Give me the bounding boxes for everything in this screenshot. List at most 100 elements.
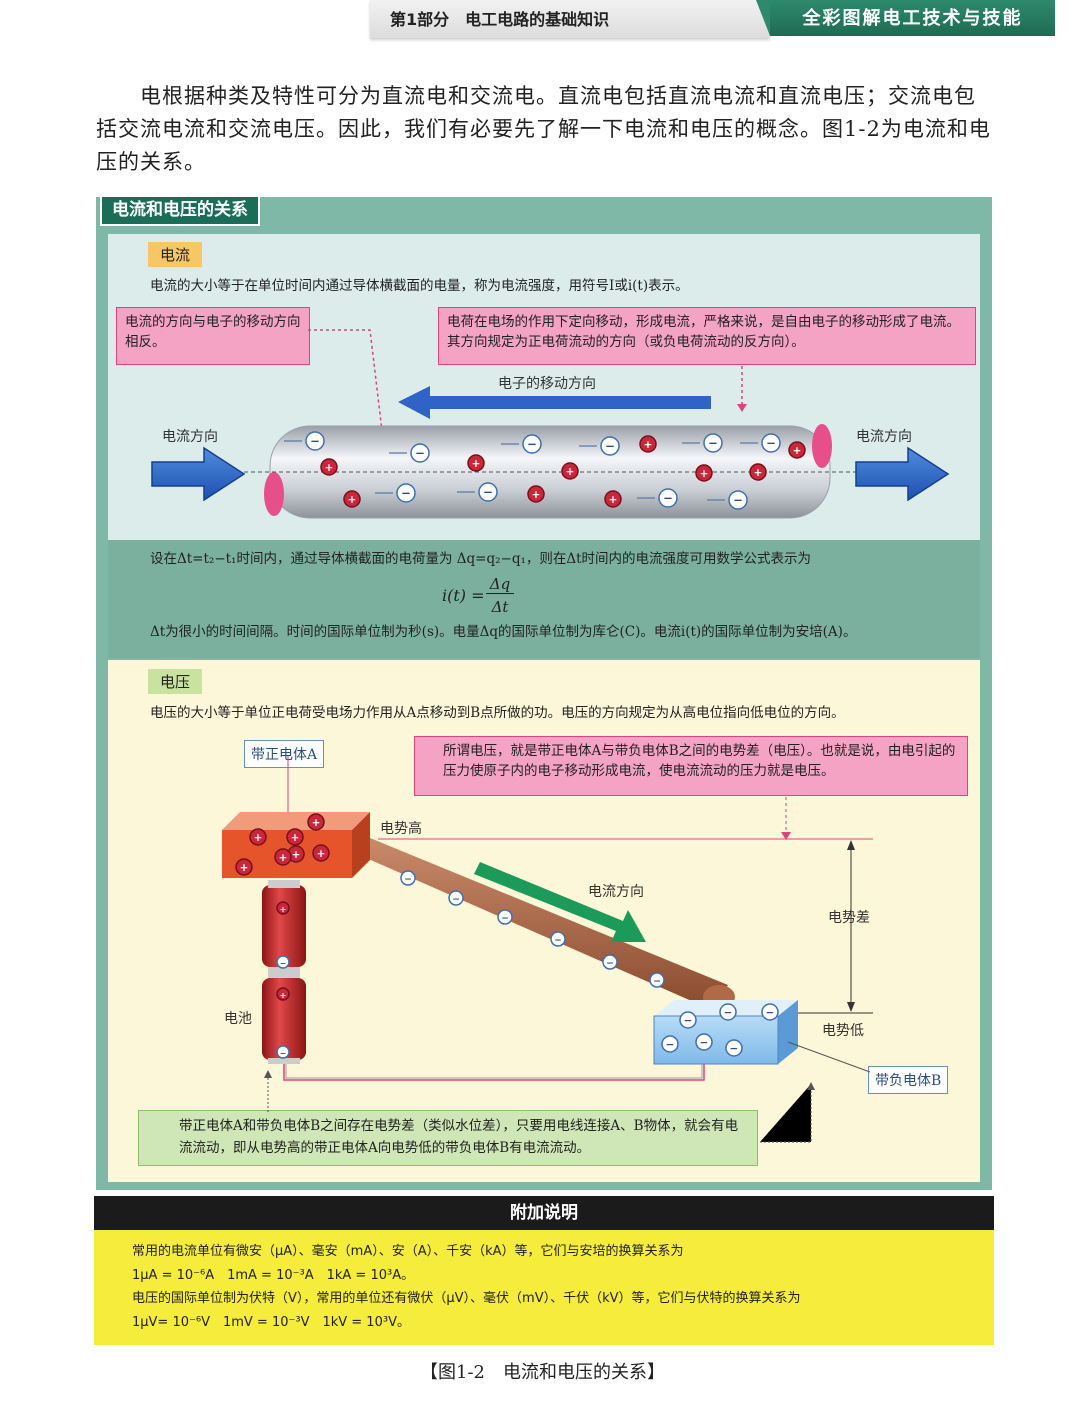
- formula-intro: 设在Δt=t₂−t₁时间内，通过导体横截面的电荷量为 Δq=q₂−q₁，则在Δt…: [150, 551, 812, 567]
- svg-text:+: +: [700, 468, 709, 480]
- electron-direction-arrow: [398, 386, 711, 419]
- extra-line-3: 电压的国际单位制为伏特（V），常用的单位还有微伏（μV）、毫伏（mV）、千伏（k…: [132, 1291, 801, 1306]
- svg-text:−: −: [501, 914, 509, 924]
- svg-text:+: +: [312, 817, 321, 829]
- svg-text:−: −: [684, 1015, 693, 1027]
- svg-text:−: −: [280, 1049, 287, 1058]
- electron-icon: −: [719, 1003, 737, 1021]
- negative-body-b-label: 带负电体B: [868, 1066, 949, 1094]
- extra-line-1: 常用的电流单位有微安（μA）、毫安（mA）、安（A）、千安（kA）等，它们与安培…: [132, 1244, 684, 1259]
- svg-text:−: −: [280, 959, 287, 968]
- voltage-note-pink: 所谓电压，就是带正电体A与带负电体B之间的电势差（电压）。也就是说，由电引起的压…: [414, 736, 968, 796]
- svg-text:+: +: [254, 832, 263, 844]
- voltage-current-direction-label: 电流方向: [588, 884, 644, 900]
- positive-charge-icon: +: [561, 462, 579, 480]
- positive-body-a-label: 带正电体A: [244, 740, 325, 768]
- positive-charge-icon: +: [343, 490, 361, 508]
- svg-text:+: +: [472, 458, 481, 470]
- voltage-note-green: 带正电体A和带负电体B之间存在电势差（类似水位差），只要用电线连接A、B物体，就…: [138, 1110, 758, 1166]
- svg-text:+: +: [325, 462, 334, 474]
- svg-text:+: +: [609, 494, 618, 506]
- electron-icon: −: [284, 431, 325, 451]
- high-potential-label: 电势高: [380, 821, 422, 837]
- header-section-title: 第1部分 电工电路的基础知识: [370, 0, 770, 38]
- svg-text:−: −: [730, 1043, 739, 1055]
- electron-icon: −: [740, 433, 781, 453]
- figure-caption: 【图1-2 电流和电压的关系】: [420, 1362, 665, 1383]
- current-definition: 电流的大小等于在单位时间内通过导体横截面的电量，称为电流强度，用符号I或i(t)…: [150, 278, 689, 294]
- formula-lhs: i(t) =: [442, 586, 485, 605]
- conductor-wire: [348, 838, 735, 1010]
- formula-denominator: Δt: [491, 598, 509, 616]
- svg-text:−: −: [733, 493, 743, 507]
- voltage-current-arrow-icon: [474, 862, 646, 942]
- voltage-charge-particles: ++++++++−+−−−−−−−−−−−−−: [235, 813, 779, 1059]
- electron-icon: −: [448, 890, 464, 906]
- svg-text:−: −: [700, 1037, 709, 1049]
- electron-icon: −: [550, 931, 566, 947]
- electron-icon: −: [375, 483, 416, 503]
- svg-text:−: −: [452, 895, 460, 905]
- svg-text:+: +: [566, 466, 575, 478]
- svg-text:−: −: [401, 486, 411, 500]
- electron-icon: −: [649, 972, 665, 988]
- svg-text:−: −: [666, 1039, 675, 1051]
- current-arrow-right-icon: [855, 446, 950, 502]
- positive-charge-icon: +: [695, 464, 713, 482]
- svg-text:+: +: [532, 489, 541, 501]
- svg-text:+: +: [280, 905, 287, 914]
- svg-text:+: +: [317, 848, 326, 860]
- electron-icon: −: [602, 954, 618, 970]
- electron-icon: −: [389, 443, 430, 463]
- electron-icon: −: [501, 434, 542, 454]
- charge-particles: −−−−−−−−−−++++++++++: [284, 431, 806, 510]
- conductor-diagram: −−−−−−−−−−++++++++++: [151, 329, 950, 519]
- electron-icon: −: [276, 1045, 290, 1059]
- electron-icon: −: [707, 490, 748, 510]
- electron-icon: −: [695, 1033, 713, 1051]
- svg-text:−: −: [653, 977, 661, 987]
- svg-text:+: +: [793, 445, 802, 457]
- electron-icon: −: [682, 433, 723, 453]
- panel-title: 电流和电压的关系: [100, 195, 260, 226]
- intro-paragraph: 电根据种类及特性可分为直流电和交流电。直流电包括直流电流和直流电压；交流电包括交…: [96, 84, 991, 174]
- positive-charge-icon: +: [527, 485, 545, 503]
- current-note-right: 电荷在电场的作用下定向移动，形成电流，严格来说，是自由电子的移动形成了电流。其方…: [438, 307, 976, 365]
- electron-icon: −: [497, 909, 513, 925]
- svg-text:−: −: [605, 439, 615, 453]
- positive-charge-icon: +: [749, 463, 767, 481]
- electron-icon: −: [579, 436, 620, 456]
- electron-icon: −: [761, 1003, 779, 1021]
- electron-icon: −: [679, 1011, 697, 1029]
- positive-charge-icon: +: [312, 844, 330, 862]
- svg-text:+: +: [291, 832, 300, 844]
- electron-icon: −: [457, 482, 498, 502]
- current-direction-left-label: 电流方向: [162, 429, 218, 445]
- svg-text:+: +: [280, 991, 287, 1000]
- positive-charge-icon: +: [287, 845, 305, 863]
- voltage-diagram: ++++++++−+−−−−−−−−−−−−−: [222, 756, 873, 1143]
- svg-text:−: −: [663, 491, 673, 505]
- voltage-tag: 电压: [148, 669, 203, 694]
- svg-text:−: −: [483, 485, 493, 499]
- current-tag: 电流: [148, 242, 203, 267]
- positive-charge-icon: +: [467, 454, 485, 472]
- positive-charge-icon: +: [307, 813, 325, 831]
- positive-charge-icon: +: [604, 490, 622, 508]
- electron-icon: −: [637, 488, 678, 508]
- positive-charge-icon: +: [286, 828, 304, 846]
- positive-charge-icon: +: [320, 458, 338, 476]
- positive-charge-icon: +: [235, 858, 253, 876]
- positive-charge-icon: +: [274, 848, 292, 866]
- svg-text:−: −: [766, 436, 776, 450]
- current-direction-right-label: 电流方向: [856, 429, 912, 445]
- electron-icon: −: [661, 1035, 679, 1053]
- svg-text:−: −: [310, 434, 320, 448]
- svg-text:−: −: [527, 437, 537, 451]
- potential-difference-label: 电势差: [828, 910, 870, 926]
- extra-line-2: 1μA = 10⁻⁶A 1mA = 10⁻³A 1kA = 10³A。: [132, 1267, 415, 1283]
- electron-icon: −: [276, 955, 290, 969]
- positive-charge-icon: +: [639, 435, 657, 453]
- svg-text:+: +: [644, 439, 653, 451]
- formula-section: [108, 540, 980, 658]
